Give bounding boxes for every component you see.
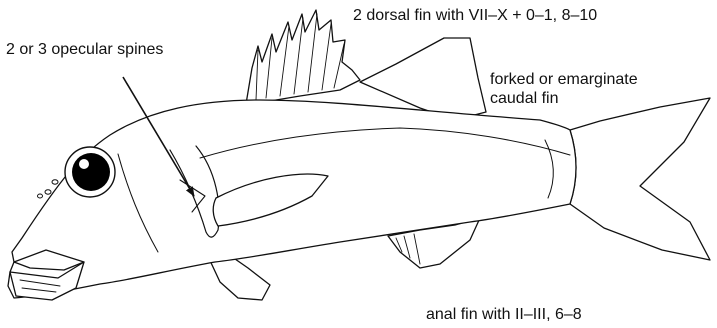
eye [65,147,115,197]
caudal-fin [570,98,710,260]
caudal-fin-label-line2: caudal fin [490,89,638,108]
dorsal-fin-label: 2 dorsal fin with VII–X + 0–1, 8–10 [353,6,597,25]
opercular-spines-label: 2 or 3 opecular spines [6,40,163,59]
spiny-dorsal-fin [246,10,360,104]
anal-fin-label: anal fin with II–III, 6–8 [426,305,582,324]
caudal-fin-label-line1: forked or emarginate [490,70,638,89]
caudal-fin-label: forked or emarginate caudal fin [490,70,638,108]
